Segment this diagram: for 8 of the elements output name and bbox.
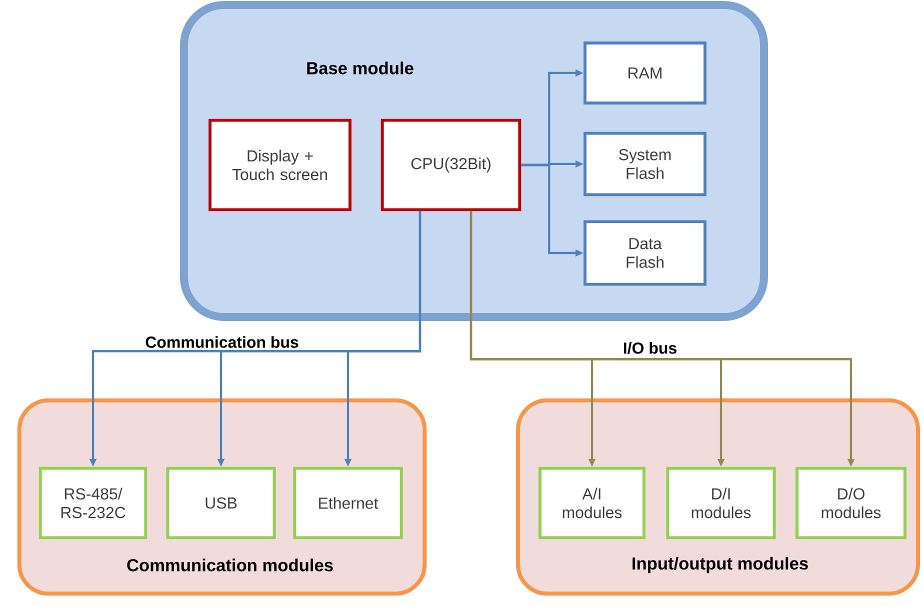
bus-label: Communication bus bbox=[144, 334, 300, 350]
memory-box: Data Flash bbox=[584, 220, 706, 286]
memory-box: RAM bbox=[584, 42, 706, 104]
memory-box: System Flash bbox=[584, 132, 706, 196]
process-box: CPU(32Bit) bbox=[380, 118, 522, 212]
panel-heading: Base module bbox=[307, 62, 414, 74]
process-box: Display + Touch screen bbox=[208, 118, 352, 212]
bus-label: I/O bus bbox=[622, 340, 678, 356]
